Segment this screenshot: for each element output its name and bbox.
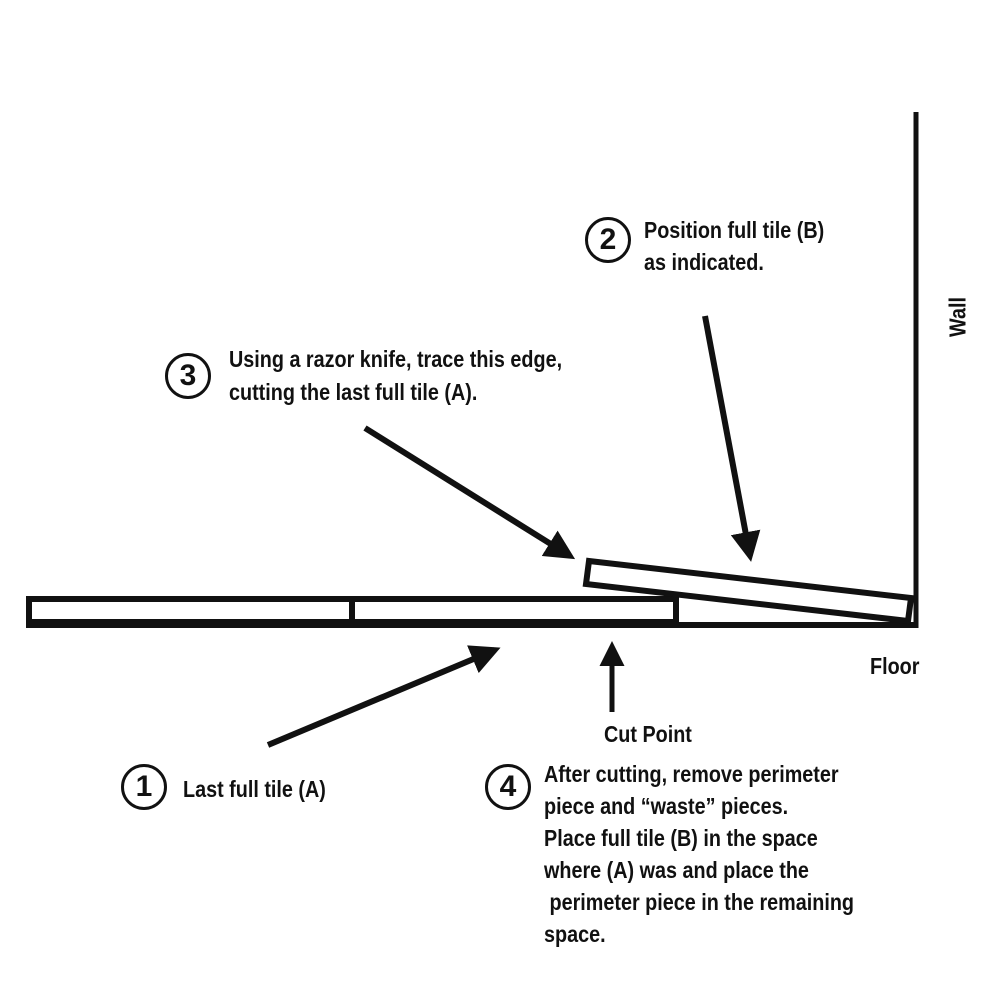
step-3-line-2: cutting the last full tile (A). (229, 379, 478, 405)
step-1-badge: 1 (121, 764, 167, 810)
step-4-line-1: After cutting, remove perimeter (544, 761, 839, 787)
installed-tile-left (26, 596, 355, 625)
step-1-line-1: Last full tile (A) (183, 776, 326, 802)
cut-point-label: Cut Point (604, 721, 692, 747)
step-2-badge: 2 (585, 217, 631, 263)
arrow-step-1 (266, 645, 501, 748)
step-4-line-5: perimeter piece in the remaining (544, 889, 854, 915)
step-4-line-3: Place full tile (B) in the space (544, 825, 818, 851)
step-3-line-1: Using a razor knife, trace this edge, (229, 346, 563, 372)
step-4-line-2: piece and “waste” pieces. (544, 793, 789, 819)
last-full-tile-a (349, 596, 679, 625)
step-4-line-6: space. (544, 921, 606, 947)
step-4-badge: 4 (485, 764, 531, 810)
step-2-line-2: as indicated. (644, 249, 764, 275)
step-2-line-1: Position full tile (B) (644, 217, 825, 243)
wall-label: Wall (944, 297, 971, 337)
arrow-step-3 (363, 425, 576, 560)
wall-label-box: Wall (944, 296, 971, 338)
full-tile-b (582, 557, 915, 625)
arrow-step-2 (702, 315, 761, 562)
step-3-badge: 3 (165, 353, 211, 399)
step-4-line-4: where (A) was and place the (544, 857, 809, 883)
floor-label: Floor (870, 653, 920, 679)
